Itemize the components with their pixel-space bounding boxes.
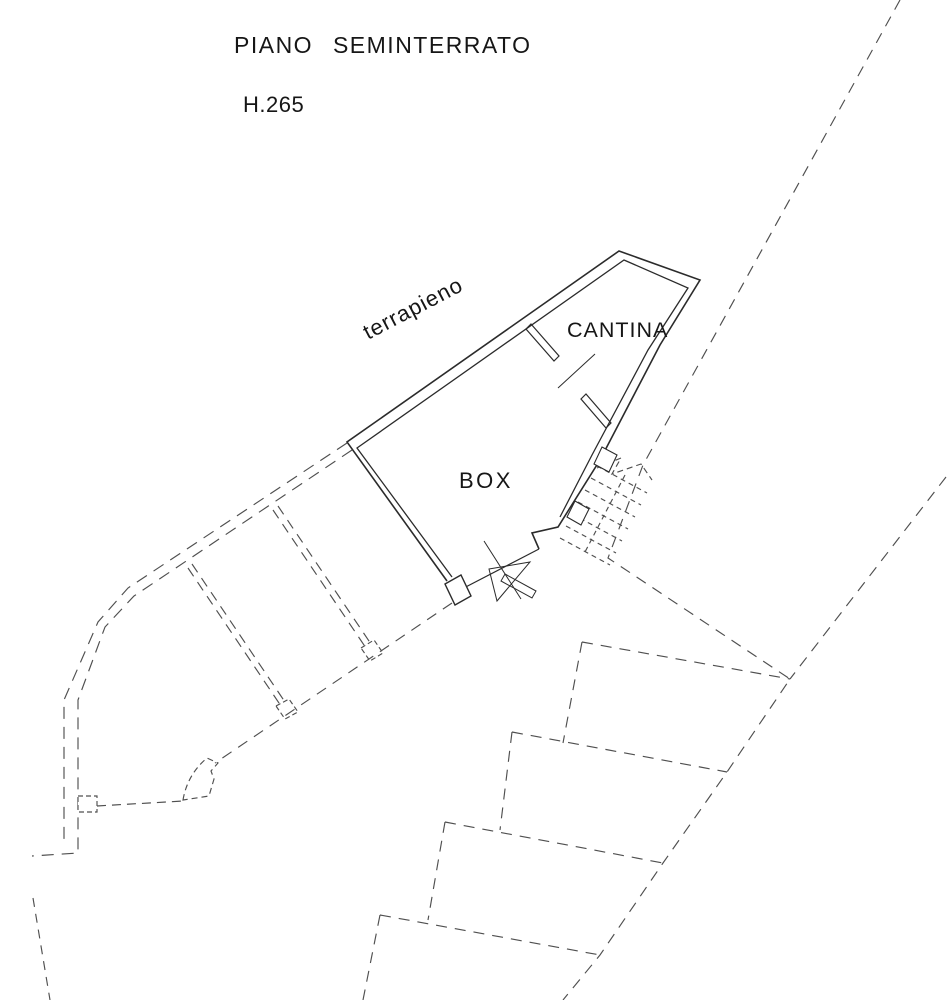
door-threshold-upper: [593, 446, 618, 473]
terrace-divider-1-a: [187, 567, 282, 707]
garage-door-symbol-arrow: [488, 561, 532, 603]
plan-height-note: H.265: [243, 92, 304, 117]
lower-junction-pillar: [77, 795, 98, 813]
building-outer-wall: [345, 250, 702, 582]
retaining-wall-outer: [63, 442, 348, 845]
box-corner-pillar: [444, 574, 472, 606]
cantina-partition-upper: [525, 323, 560, 362]
terrace-3-left-edge: [427, 821, 446, 921]
cantina-door-swing: [557, 353, 596, 389]
building-inner-wall: [356, 259, 689, 578]
room-label-cantina: CANTINA: [567, 318, 668, 342]
divider-2-pillar: [360, 639, 384, 662]
room-label-box: BOX: [459, 468, 513, 493]
terrace-2-top-edge: [511, 731, 728, 773]
stairs-top-arrow: [596, 456, 653, 481]
embankment-label: terrapieno: [359, 272, 467, 345]
terrace-3-top-edge: [444, 821, 664, 864]
terrace-4-top-edge: [379, 914, 601, 956]
garage-door-symbol-line: [483, 540, 522, 600]
bottom-left-line: [32, 897, 51, 1000]
terrace-4-left-edge: [362, 914, 381, 1000]
slope-connector-line: [214, 602, 453, 764]
garage-opening-threshold: [457, 548, 540, 592]
terrace-divider-2-a: [272, 509, 367, 649]
terrace-1-top-edge: [581, 641, 791, 680]
property-boundary-east: [562, 0, 901, 1000]
terrace-1-left-edge: [562, 641, 583, 744]
terrace-2-left-edge: [499, 731, 513, 831]
lower-path-connector: [96, 800, 184, 807]
terrace-divider-1-b: [191, 563, 286, 703]
door-threshold-lower: [566, 500, 590, 526]
divider-1-pillar: [275, 698, 299, 720]
terrace-divider-2-b: [277, 505, 372, 645]
property-boundary-far-east: [789, 476, 947, 680]
cantina-partition-lower: [580, 393, 612, 429]
garage-door-symbol-leaf: [500, 573, 537, 599]
plan-geometry: [31, 0, 947, 1000]
stairs-mid-line: [584, 474, 626, 553]
plan-title: PIANO SEMINTERRATO: [234, 32, 532, 58]
lower-step-structure: [182, 757, 219, 801]
retaining-wall-inner: [31, 449, 353, 857]
